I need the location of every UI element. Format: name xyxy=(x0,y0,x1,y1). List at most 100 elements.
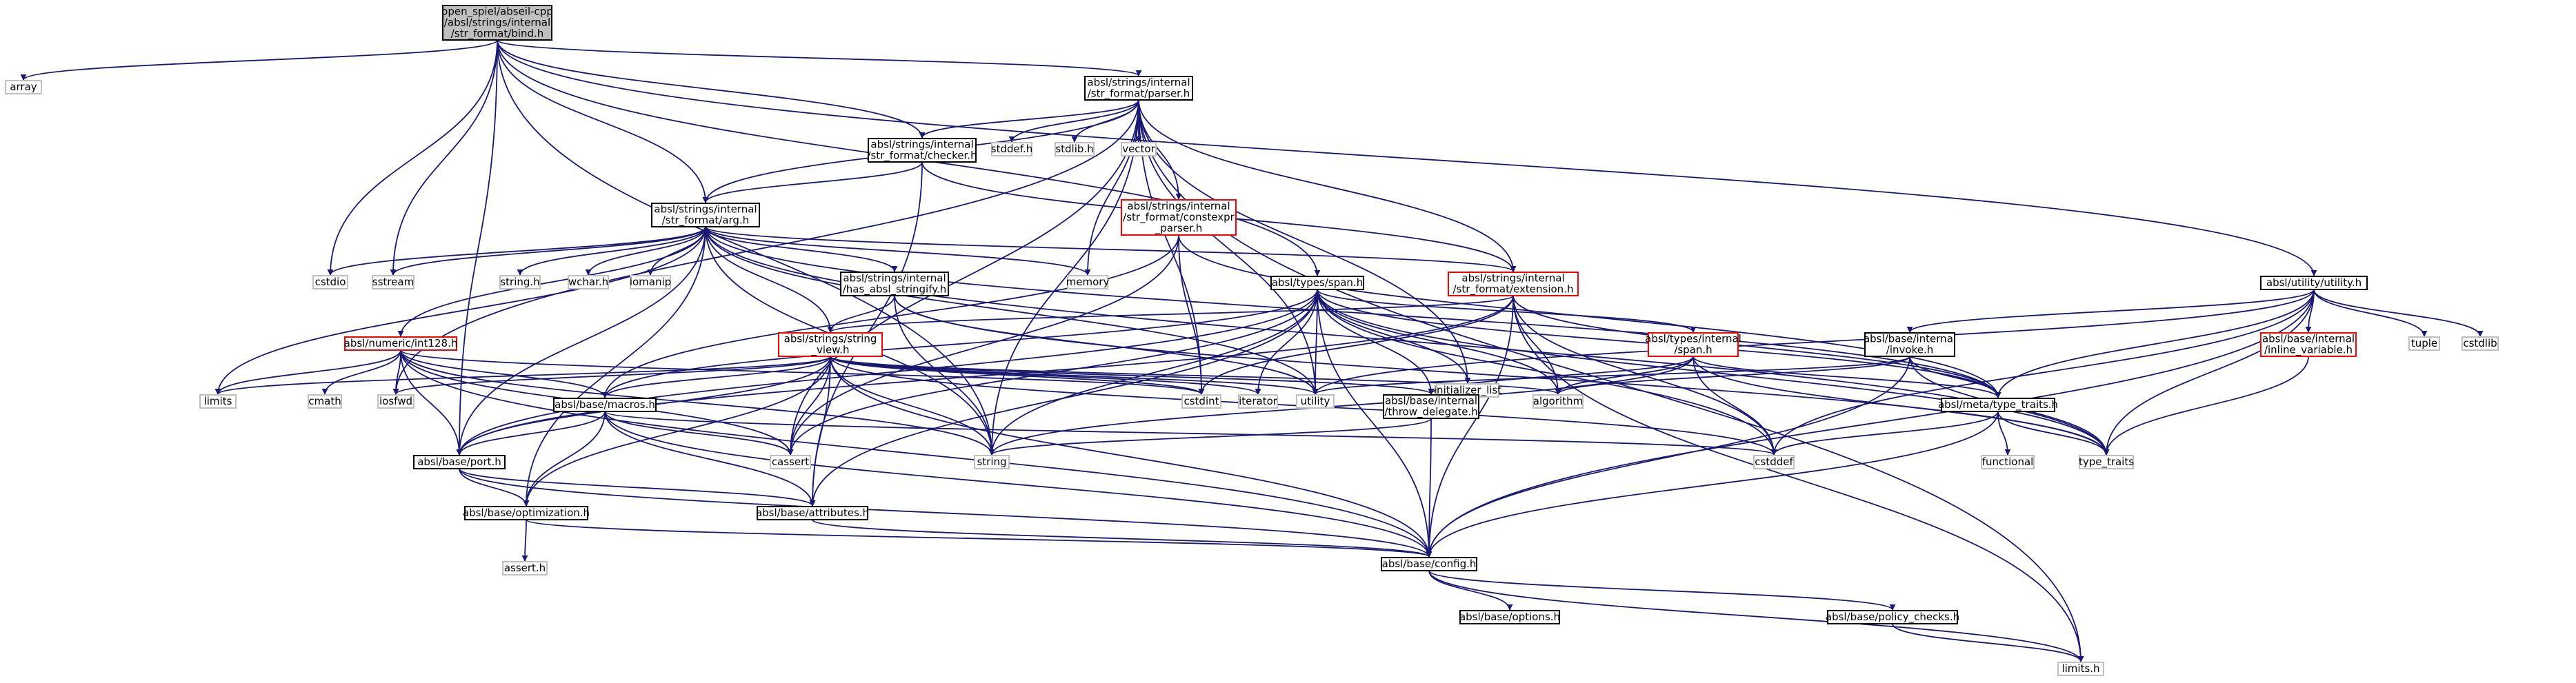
node-label-line: /str_format/bind.h xyxy=(451,28,544,41)
node-box xyxy=(1448,272,1579,296)
edge-bind-to-cstdio xyxy=(327,39,498,276)
edge-parser-to-string xyxy=(988,99,1139,456)
edge-attributes-to-config xyxy=(812,519,1432,558)
edge-type_traits_h-to-cstddef xyxy=(1770,411,1999,456)
node-string: string xyxy=(974,455,1010,469)
edge-span-to-throw_delegate xyxy=(1317,289,1435,395)
node-label-line: limits.h xyxy=(2061,662,2099,675)
node-config[interactable]: absl/base/config.h xyxy=(1381,557,1477,571)
edge-arg-to-iomanip xyxy=(647,226,706,276)
node-checker[interactable]: absl/strings/internal/str_format/checker… xyxy=(867,138,977,163)
node-box xyxy=(502,561,548,575)
node-macros[interactable]: absl/base/macros.h xyxy=(553,398,657,412)
node-type-traits: type_traits xyxy=(2079,455,2134,469)
edge-utility_h-to-invoke xyxy=(1906,289,2315,333)
edge-bind-to-sstream xyxy=(390,39,498,276)
node-label-line: absl/base/config.h xyxy=(1382,558,1477,570)
node-box xyxy=(553,398,657,412)
edge-port-to-optimization xyxy=(459,468,530,507)
node-label-line: /str_format/parser.h xyxy=(1088,88,1190,101)
edge-utility_h-to-utility xyxy=(1312,289,2315,395)
node-algorithm: algorithm xyxy=(1532,394,1584,409)
node-utility: utility xyxy=(1296,394,1335,409)
node-label-line: iosfwd xyxy=(379,395,412,407)
node-box xyxy=(308,394,342,409)
node-port[interactable]: absl/base/port.h xyxy=(413,455,506,469)
node-bind[interactable]: open_spiel/abseil-cpp/absl/strings/inter… xyxy=(441,5,553,41)
edge-bind-to-checker xyxy=(497,39,926,139)
node-label-line: memory xyxy=(1066,276,1110,288)
node-label-line: /span.h xyxy=(1674,344,1712,356)
node-box xyxy=(1181,394,1221,409)
edge-string_view-to-config xyxy=(830,356,1432,558)
node-label-line: /throw_delegate.h xyxy=(1384,406,1477,419)
node-cmath: cmath xyxy=(308,394,342,409)
node-label-line: string.h xyxy=(500,276,539,288)
edge-arg-to-string_h xyxy=(517,226,706,276)
node-optimization[interactable]: absl/base/optimization.h xyxy=(463,506,590,520)
node-cstdlib: cstdlib xyxy=(2462,336,2499,351)
node-label-line: /str_format/checker.h xyxy=(867,150,977,163)
edge-bind-to-arg xyxy=(497,39,709,203)
node-label-line: string xyxy=(977,456,1006,468)
node-has-stringify[interactable]: absl/strings/internal/has_absl_stringify… xyxy=(840,272,949,296)
node-internal-span[interactable]: absl/types/internal/span.h xyxy=(1645,332,1741,357)
node-label-line: absl/types/internal xyxy=(1645,333,1741,345)
edge-macros-to-config xyxy=(604,411,1432,558)
node-label-line: cmath xyxy=(308,395,341,407)
edge-arg-to-string_view xyxy=(705,226,834,333)
node-label-line: iomanip xyxy=(630,276,671,288)
node-box xyxy=(1381,557,1477,571)
node-label-line: tuple xyxy=(2411,337,2437,349)
edge-bind-to-array xyxy=(20,39,498,81)
node-attributes[interactable]: absl/base/attributes.h xyxy=(756,506,869,520)
node-array: array xyxy=(5,80,42,94)
edge-bind-to-parser xyxy=(497,39,1142,77)
edge-int128-to-limits xyxy=(214,349,401,395)
edge-parser-to-checker xyxy=(919,99,1139,139)
node-arg[interactable]: absl/strings/internal/str_format/arg.h xyxy=(651,203,760,227)
node-box xyxy=(2057,662,2104,676)
node-utility-h[interactable]: absl/utility/utility.h xyxy=(2260,276,2368,290)
edge-int128-to-cmath xyxy=(321,349,401,395)
node-type-traits-h[interactable]: absl/meta/type_traits.h xyxy=(1938,398,2058,412)
edge-string_view-to-macros xyxy=(601,356,831,398)
node-cstddef: cstddef xyxy=(1753,455,1795,469)
node-box xyxy=(1055,142,1095,156)
edge-config-to-options xyxy=(1428,570,1513,611)
node-box xyxy=(1827,610,1958,624)
node-limits: limits xyxy=(199,394,237,409)
node-box xyxy=(991,142,1032,156)
node-box xyxy=(568,275,609,289)
node-options[interactable]: absl/base/options.h xyxy=(1459,610,1560,624)
edge-type_traits_h-to-functional xyxy=(1997,411,2011,456)
node-label-line: absl/strings/internal xyxy=(654,203,757,216)
node-cassert: cassert xyxy=(770,455,811,469)
node-iomanip: iomanip xyxy=(630,275,671,289)
node-label-line: absl/base/internal xyxy=(1385,395,1477,407)
node-throw-delegate[interactable]: absl/base/internal/throw_delegate.h xyxy=(1383,394,1479,419)
node-span[interactable]: absl/types/span.h xyxy=(1270,276,1364,290)
node-label-line: functional xyxy=(1982,456,2034,468)
node-label-line: wchar.h xyxy=(568,276,608,288)
node-extension[interactable]: absl/strings/internal/str_format/extensi… xyxy=(1448,272,1579,296)
node-iosfwd: iosfwd xyxy=(377,394,415,409)
node-label-line: absl/strings/internal xyxy=(1127,200,1230,212)
edge-has_stringify-to-utility xyxy=(894,295,1319,395)
edge-utility_h-to-type_traits_h xyxy=(1995,289,2315,398)
node-inline-variable[interactable]: absl/base/internal/inline_variable.h xyxy=(2260,332,2357,357)
node-parser[interactable]: absl/strings/internal/str_format/parser.… xyxy=(1084,76,1193,101)
node-policy-checks[interactable]: absl/base/policy_checks.h xyxy=(1826,610,1959,624)
node-invoke[interactable]: absl/base/internal/invoke.h xyxy=(1864,332,1956,357)
edge-macros-to-port xyxy=(456,411,606,456)
node-constexpr[interactable]: absl/strings/internal/str_format/constex… xyxy=(1121,199,1237,236)
node-string-view[interactable]: absl/strings/string_view.h xyxy=(778,332,883,357)
edge-macros-to-attributes xyxy=(604,411,816,507)
node-label-line: absl/meta/type_traits.h xyxy=(1938,398,2058,411)
edge-extension-to-cstddef xyxy=(1512,295,1777,456)
node-box xyxy=(372,275,415,289)
node-label-line: /str_format/constexpr xyxy=(1123,211,1235,224)
node-cstdint: cstdint xyxy=(1181,394,1221,409)
node-int128[interactable]: absl/numeric/int128.h xyxy=(344,336,458,351)
node-label-line: cstddef xyxy=(1755,456,1793,468)
